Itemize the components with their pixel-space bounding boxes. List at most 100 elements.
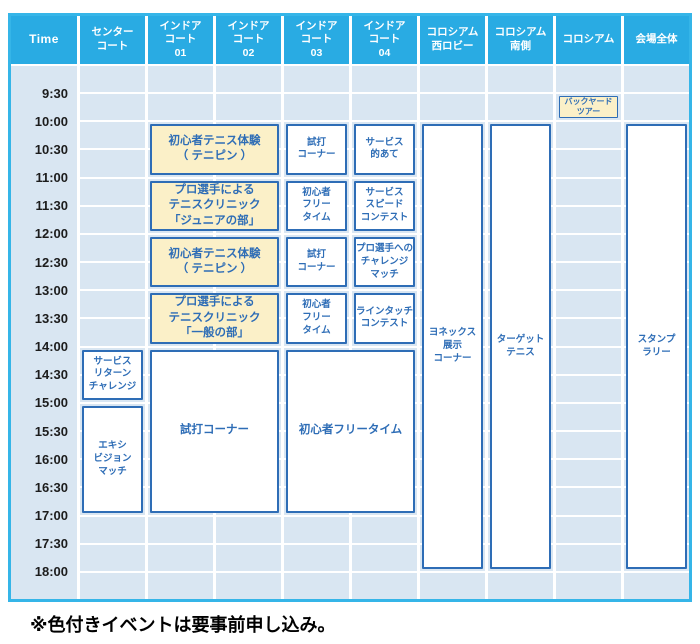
grid-cell bbox=[148, 516, 213, 543]
column-header: インドア コート 03 bbox=[284, 16, 349, 64]
time-label: 13:30 bbox=[34, 310, 68, 326]
time-label: 12:30 bbox=[34, 254, 68, 270]
grid-cell bbox=[556, 516, 621, 543]
event-block: プロ選手による テニスクリニック 「ジュニアの部」 bbox=[150, 180, 279, 231]
grid-cell bbox=[80, 206, 145, 233]
grid-cell bbox=[556, 150, 621, 177]
grid-cell bbox=[284, 66, 349, 93]
grid-cell bbox=[556, 234, 621, 262]
grid-cell bbox=[284, 544, 349, 571]
grid-cell bbox=[80, 263, 145, 290]
time-label: 13:00 bbox=[34, 282, 68, 298]
grid-cell bbox=[80, 178, 145, 205]
column-header: インドア コート 04 bbox=[352, 16, 417, 64]
event-block: 試打 コーナー bbox=[286, 124, 347, 175]
grid-cell bbox=[556, 544, 621, 571]
grid-cell bbox=[80, 122, 145, 149]
grid-cell bbox=[148, 94, 213, 121]
time-label: 16:00 bbox=[34, 451, 68, 467]
event-block: サービス 的あて bbox=[354, 124, 415, 175]
event-block: 初心者 フリー タイム bbox=[286, 180, 347, 231]
column-header: センター コート bbox=[80, 16, 145, 64]
grid-cell bbox=[284, 572, 349, 599]
event-block: 試打コーナー bbox=[150, 349, 279, 513]
event-block: プロ選手による テニスクリニック 「一般の部」 bbox=[150, 293, 279, 344]
grid-cell bbox=[216, 66, 281, 93]
time-label: 15:30 bbox=[34, 423, 68, 439]
column-header: インドア コート 02 bbox=[216, 16, 281, 64]
time-label: 18:00 bbox=[34, 564, 68, 580]
event-block: サービス スピード コンテスト bbox=[354, 180, 415, 231]
grid-cell bbox=[556, 460, 621, 487]
grid-cell bbox=[556, 178, 621, 205]
grid-cell bbox=[556, 319, 621, 346]
event-block: エキシ ビジョン マッチ bbox=[82, 405, 143, 513]
grid-cell bbox=[488, 66, 553, 93]
grid-cell bbox=[556, 122, 621, 149]
grid-cell bbox=[284, 516, 349, 543]
grid-cell bbox=[420, 572, 485, 599]
time-label: 10:00 bbox=[34, 113, 68, 129]
time-label: 14:00 bbox=[34, 339, 68, 355]
grid-cell bbox=[216, 572, 281, 599]
grid-cell bbox=[216, 94, 281, 121]
grid-cell bbox=[80, 572, 145, 599]
grid-cell bbox=[556, 375, 621, 402]
footer-note: ※色付きイベントは要事前申し込み。 bbox=[30, 615, 336, 635]
time-label: 9:30 bbox=[41, 85, 68, 101]
grid-cell bbox=[352, 94, 417, 121]
grid-cell bbox=[80, 544, 145, 571]
event-block: ターゲット テニス bbox=[490, 124, 551, 569]
grid-cell bbox=[80, 516, 145, 543]
grid-cell bbox=[148, 544, 213, 571]
column-header: 会場全体 bbox=[624, 16, 689, 64]
time-label: 10:30 bbox=[34, 141, 68, 157]
grid-cell bbox=[352, 544, 417, 571]
grid-cell bbox=[556, 263, 621, 290]
grid-cell bbox=[556, 572, 621, 599]
grid-cell bbox=[80, 94, 145, 121]
grid-cell bbox=[80, 150, 145, 177]
event-block: サービス リターン チャレンジ bbox=[82, 349, 143, 400]
grid-cell bbox=[284, 94, 349, 121]
column-header: インドア コート 01 bbox=[148, 16, 213, 64]
time-column-cell bbox=[11, 66, 77, 599]
grid-cell bbox=[352, 516, 417, 543]
column-header: コロシアム 西ロビー bbox=[420, 16, 485, 64]
time-label: 15:00 bbox=[34, 395, 68, 411]
event-block: バックヤード ツアー bbox=[559, 96, 618, 119]
grid-cell bbox=[488, 94, 553, 121]
grid-cell bbox=[556, 488, 621, 515]
grid-cell bbox=[352, 66, 417, 93]
grid-cell bbox=[624, 572, 689, 599]
grid-cell bbox=[80, 66, 145, 93]
grid-cell bbox=[216, 544, 281, 571]
grid-cell bbox=[148, 572, 213, 599]
time-label: 17:00 bbox=[34, 508, 68, 524]
grid-cell bbox=[420, 66, 485, 93]
event-block: 初心者テニス体験 （ テニピン ） bbox=[150, 124, 279, 175]
column-header: コロシアム 南側 bbox=[488, 16, 553, 64]
event-block: スタンプ ラリー bbox=[626, 124, 687, 569]
event-block: 試打 コーナー bbox=[286, 236, 347, 288]
grid-cell bbox=[556, 432, 621, 459]
grid-cell bbox=[556, 291, 621, 318]
time-label: 16:30 bbox=[34, 479, 68, 495]
event-block: 初心者 フリー タイム bbox=[286, 293, 347, 344]
grid-cell bbox=[488, 572, 553, 599]
grid-cell bbox=[80, 291, 145, 318]
grid-cell bbox=[420, 94, 485, 121]
time-label: 14:30 bbox=[34, 367, 68, 383]
grid-cell bbox=[556, 347, 621, 374]
event-block: ラインタッチ コンテスト bbox=[354, 293, 415, 344]
grid-cell bbox=[148, 66, 213, 93]
grid-cell bbox=[216, 516, 281, 543]
grid-cell bbox=[556, 206, 621, 233]
grid-cell bbox=[624, 94, 689, 121]
grid-cell bbox=[556, 66, 621, 93]
time-label: 11:00 bbox=[35, 170, 68, 186]
time-label: 12:00 bbox=[34, 226, 68, 242]
event-block: 初心者フリータイム bbox=[286, 349, 415, 513]
